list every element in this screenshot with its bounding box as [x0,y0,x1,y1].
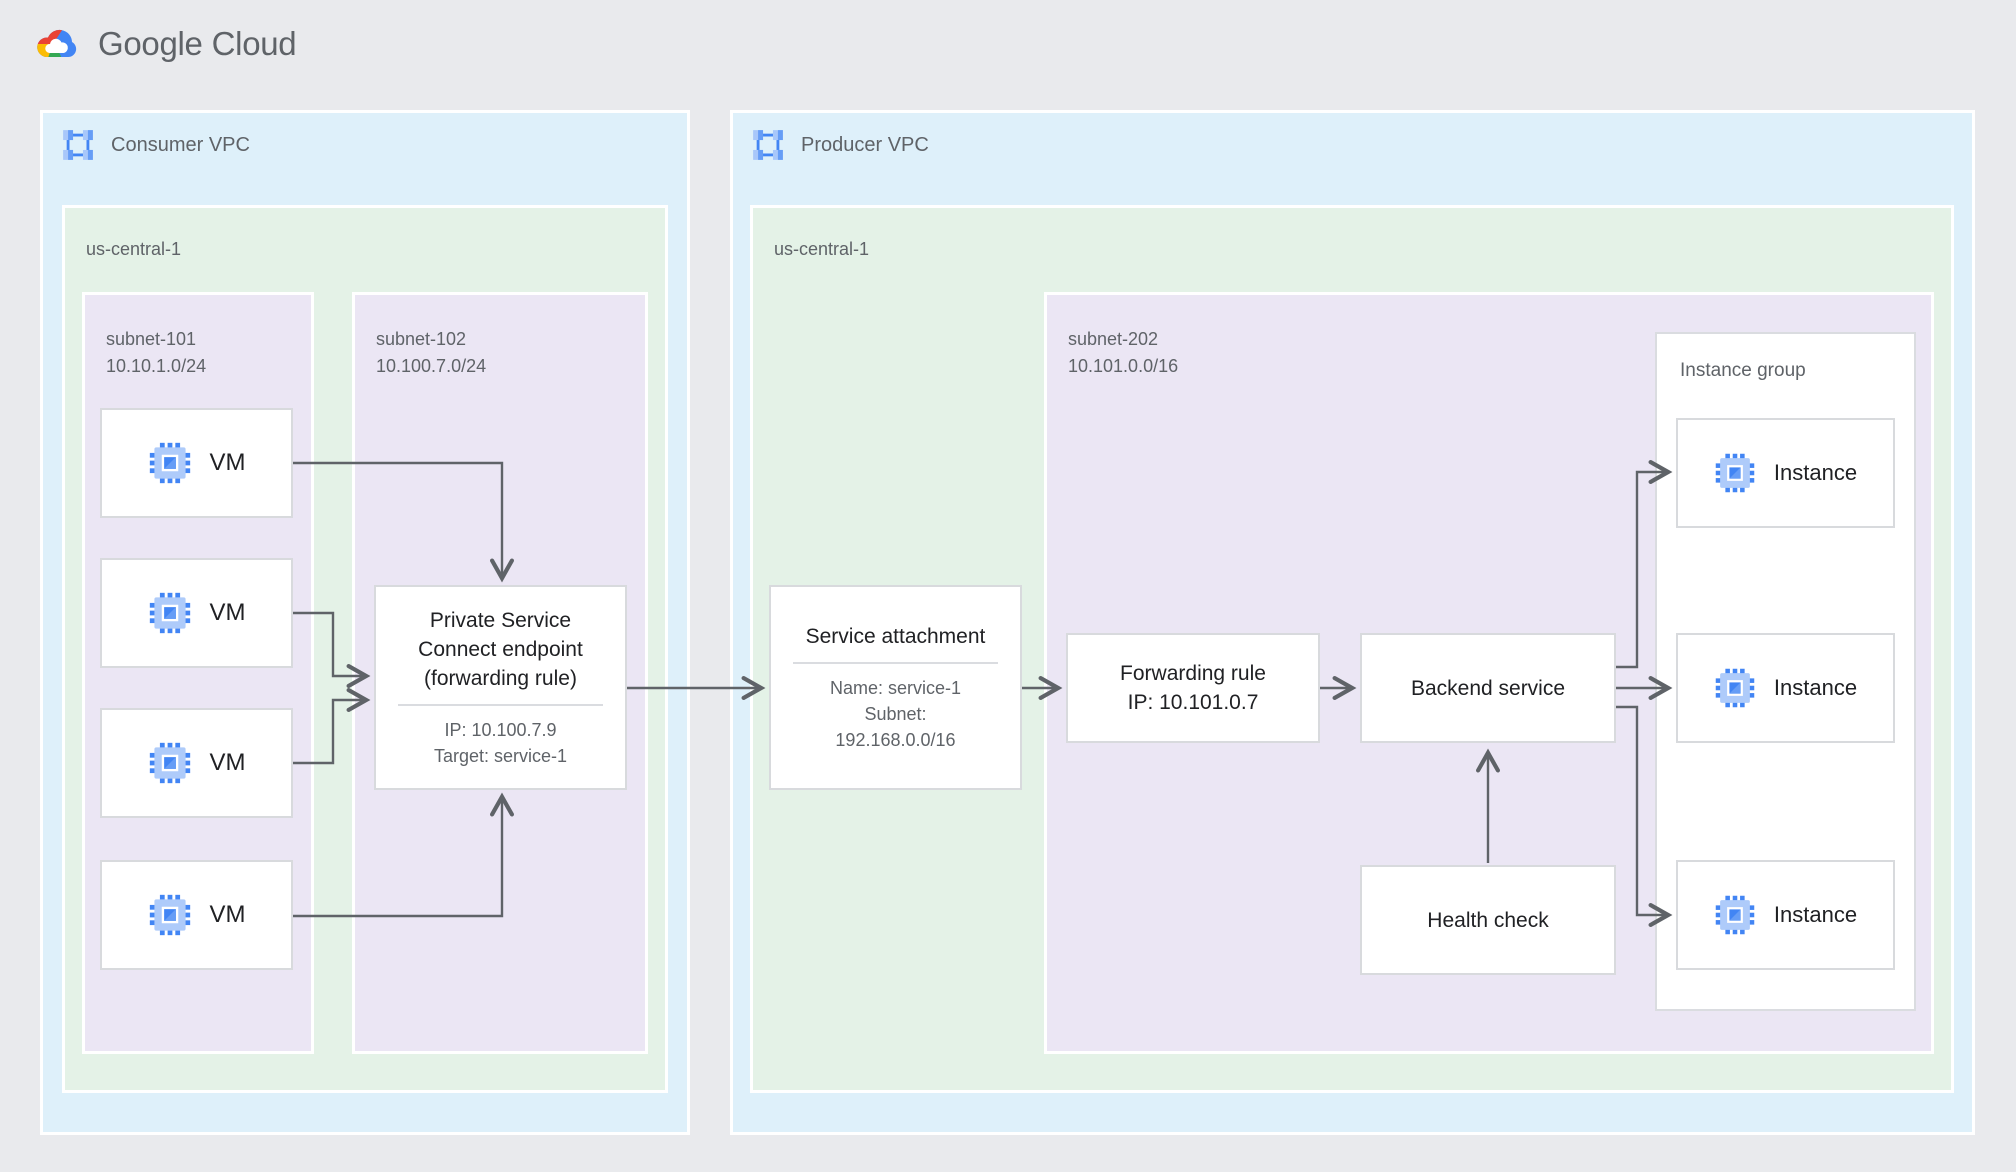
compute-engine-icon [149,442,190,484]
instance-node-2: Instance [1676,633,1895,743]
compute-engine-icon [149,742,190,784]
vm-node-2: VM [100,558,293,668]
psc-title-line2: Connect endpoint [418,638,583,661]
subnet-202-name: subnet-202 [1068,329,1159,349]
compute-engine-icon [149,894,190,936]
subnet-102-label: subnet-102 10.100.7.0/24 [376,326,486,380]
consumer-vpc-header: Consumer VPC [61,128,250,162]
psc-endpoint-details: IP: 10.100.7.9 Target: service-1 [434,717,567,769]
logo-google: Google [98,25,203,62]
psc-title-line1: Private Service [429,609,572,632]
backend-service-title: Backend service [1410,676,1566,700]
forwarding-rule-node: Forwarding rule IP: 10.101.0.7 [1066,633,1320,743]
health-check-node: Health check [1360,865,1616,975]
vm-label: VM [209,749,246,776]
google-cloud-logo-icon [37,29,77,58]
subnet-101-cidr: 10.10.1.0/24 [106,356,207,376]
backend-service-node: Backend service [1360,633,1616,743]
logo-cloud: Cloud [211,25,297,62]
vm-label: VM [209,449,246,476]
vm-label: VM [209,599,246,626]
instance-label: Instance [1773,460,1858,485]
compute-engine-icon [1715,668,1755,708]
vm-node-1: VM [100,408,293,518]
psc-ip: IP: 10.100.7.9 [444,720,557,740]
subnet-101-name: subnet-101 [106,329,197,349]
producer-vpc-header: Producer VPC [751,128,929,162]
consumer-region-label: us-central-1 [86,239,182,259]
health-check-title: Health check [1427,908,1549,932]
subnet-102-cidr: 10.100.7.0/24 [376,356,487,376]
instance-label: Instance [1773,675,1858,700]
service-attachment-node: Service attachment Name: service-1 Subne… [769,585,1022,790]
service-attachment-subnet-label: Subnet: [864,704,927,724]
service-attachment-title: Service attachment [805,625,986,648]
instance-node-1: Instance [1676,418,1895,528]
vm-label: VM [209,901,246,928]
psc-endpoint-title: Private Service Connect endpoint (forwar… [418,606,583,693]
service-attachment-details: Name: service-1 Subnet: 192.168.0.0/16 [830,675,961,753]
compute-engine-icon [149,592,190,634]
vpc-network-icon [63,130,93,160]
instance-node-3: Instance [1676,860,1895,970]
service-attachment-subnet-cidr: 192.168.0.0/16 [835,730,956,750]
vm-node-3: VM [100,708,293,818]
psc-endpoint-divider [398,704,603,706]
vm-node-4: VM [100,860,293,970]
vpc-network-icon [753,130,783,160]
subnet-202-label: subnet-202 10.101.0.0/16 [1068,326,1178,380]
compute-engine-icon [1715,453,1755,493]
compute-engine-icon [1715,895,1755,935]
instance-group-label: Instance group [1680,360,1806,381]
psc-endpoint-node: Private Service Connect endpoint (forwar… [374,585,627,790]
forwarding-rule-title: Forwarding rule [1120,662,1266,685]
instance-label: Instance [1773,902,1858,927]
producer-region-label: us-central-1 [774,239,870,259]
producer-vpc-label: Producer VPC [801,133,929,156]
subnet-202-cidr: 10.101.0.0/16 [1068,356,1179,376]
subnet-101-label: subnet-101 10.10.1.0/24 [106,326,206,380]
subnet-102-name: subnet-102 [376,329,467,349]
consumer-vpc-label: Consumer VPC [111,133,250,156]
service-attachment-divider [793,662,998,664]
forwarding-rule-ip: IP: 10.101.0.7 [1127,691,1259,714]
service-attachment-name: Name: service-1 [829,678,962,698]
psc-target: Target: service-1 [433,746,568,766]
psc-title-line3: (forwarding rule) [424,667,577,690]
